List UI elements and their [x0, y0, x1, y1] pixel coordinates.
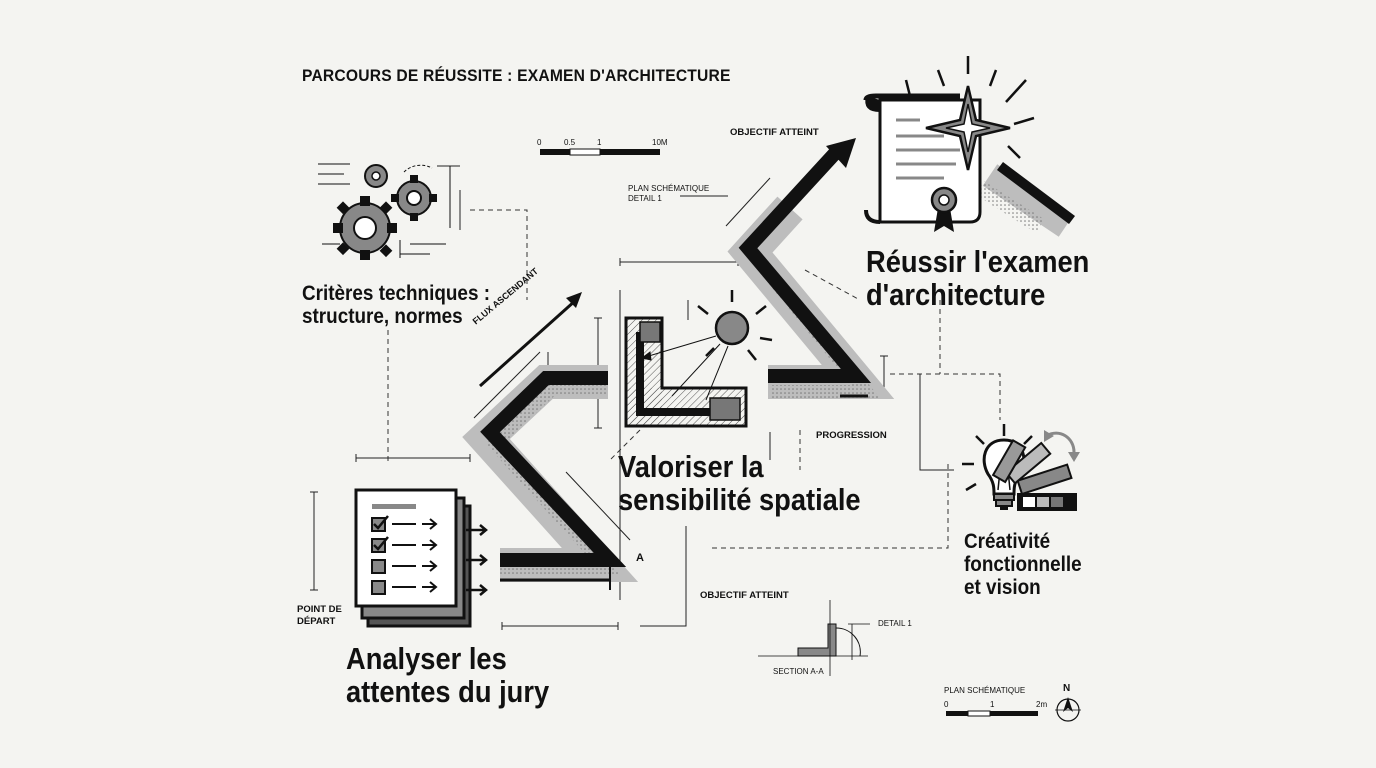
gears-icon — [318, 163, 451, 260]
note-technical-label: Critères techniques : structure, normes — [302, 282, 491, 328]
step-success-label: Réussir l'examen d'architecture — [866, 244, 1090, 312]
step-analyse-label: Analyser les attentes du jury — [346, 641, 550, 709]
section-label: SECTION A-A — [773, 667, 824, 676]
start-label: POINT DE DÉPART — [297, 604, 342, 627]
diploma-star-icon — [863, 56, 1035, 232]
scale-bar-bottom — [946, 710, 1038, 717]
zigzag-path — [462, 138, 1075, 590]
plan-detail-label: PLAN SCHÉMATIQUE DETAIL 1 — [628, 184, 710, 203]
scale-bottom-tick: 1 — [990, 700, 995, 709]
construction-lines — [387, 209, 1001, 549]
goal-label-top: OBJECTIF ATTEINT — [730, 127, 819, 138]
progression-label: PROGRESSION — [816, 430, 887, 441]
detail-label: DETAIL 1 — [878, 619, 912, 628]
north-label: N — [1063, 683, 1071, 694]
section-detail-icon — [758, 600, 870, 676]
scale-bar-top — [540, 148, 660, 156]
checklist-icon — [354, 488, 488, 628]
scale-bottom-tick: 0 — [944, 700, 949, 709]
note-creativity-label: Créativité fonctionnelle et vision — [964, 530, 1082, 599]
scale-top-tick: 0 — [537, 138, 542, 147]
scale-top-tick: 0.5 — [564, 138, 576, 147]
step-spatial-label: Valoriser la sensibilité spatiale — [618, 449, 861, 517]
sun-plan-icon — [624, 290, 773, 428]
goal-label-bottom: OBJECTIF ATTEINT — [700, 590, 789, 601]
scale-bottom-tick: 2m — [1036, 700, 1048, 709]
marker-a-label: A — [636, 552, 644, 564]
flux-arrow-icon — [478, 292, 582, 388]
page-title: PARCOURS DE RÉUSSITE : EXAMEN D'ARCHITEC… — [302, 66, 731, 85]
plan-label: PLAN SCHÉMATIQUE — [944, 686, 1026, 695]
north-arrow-icon — [1055, 697, 1081, 722]
scale-top-tick: 10M — [652, 138, 668, 147]
lightbulb-swatches-icon — [962, 424, 1080, 511]
scale-top-tick: 1 — [597, 138, 602, 147]
